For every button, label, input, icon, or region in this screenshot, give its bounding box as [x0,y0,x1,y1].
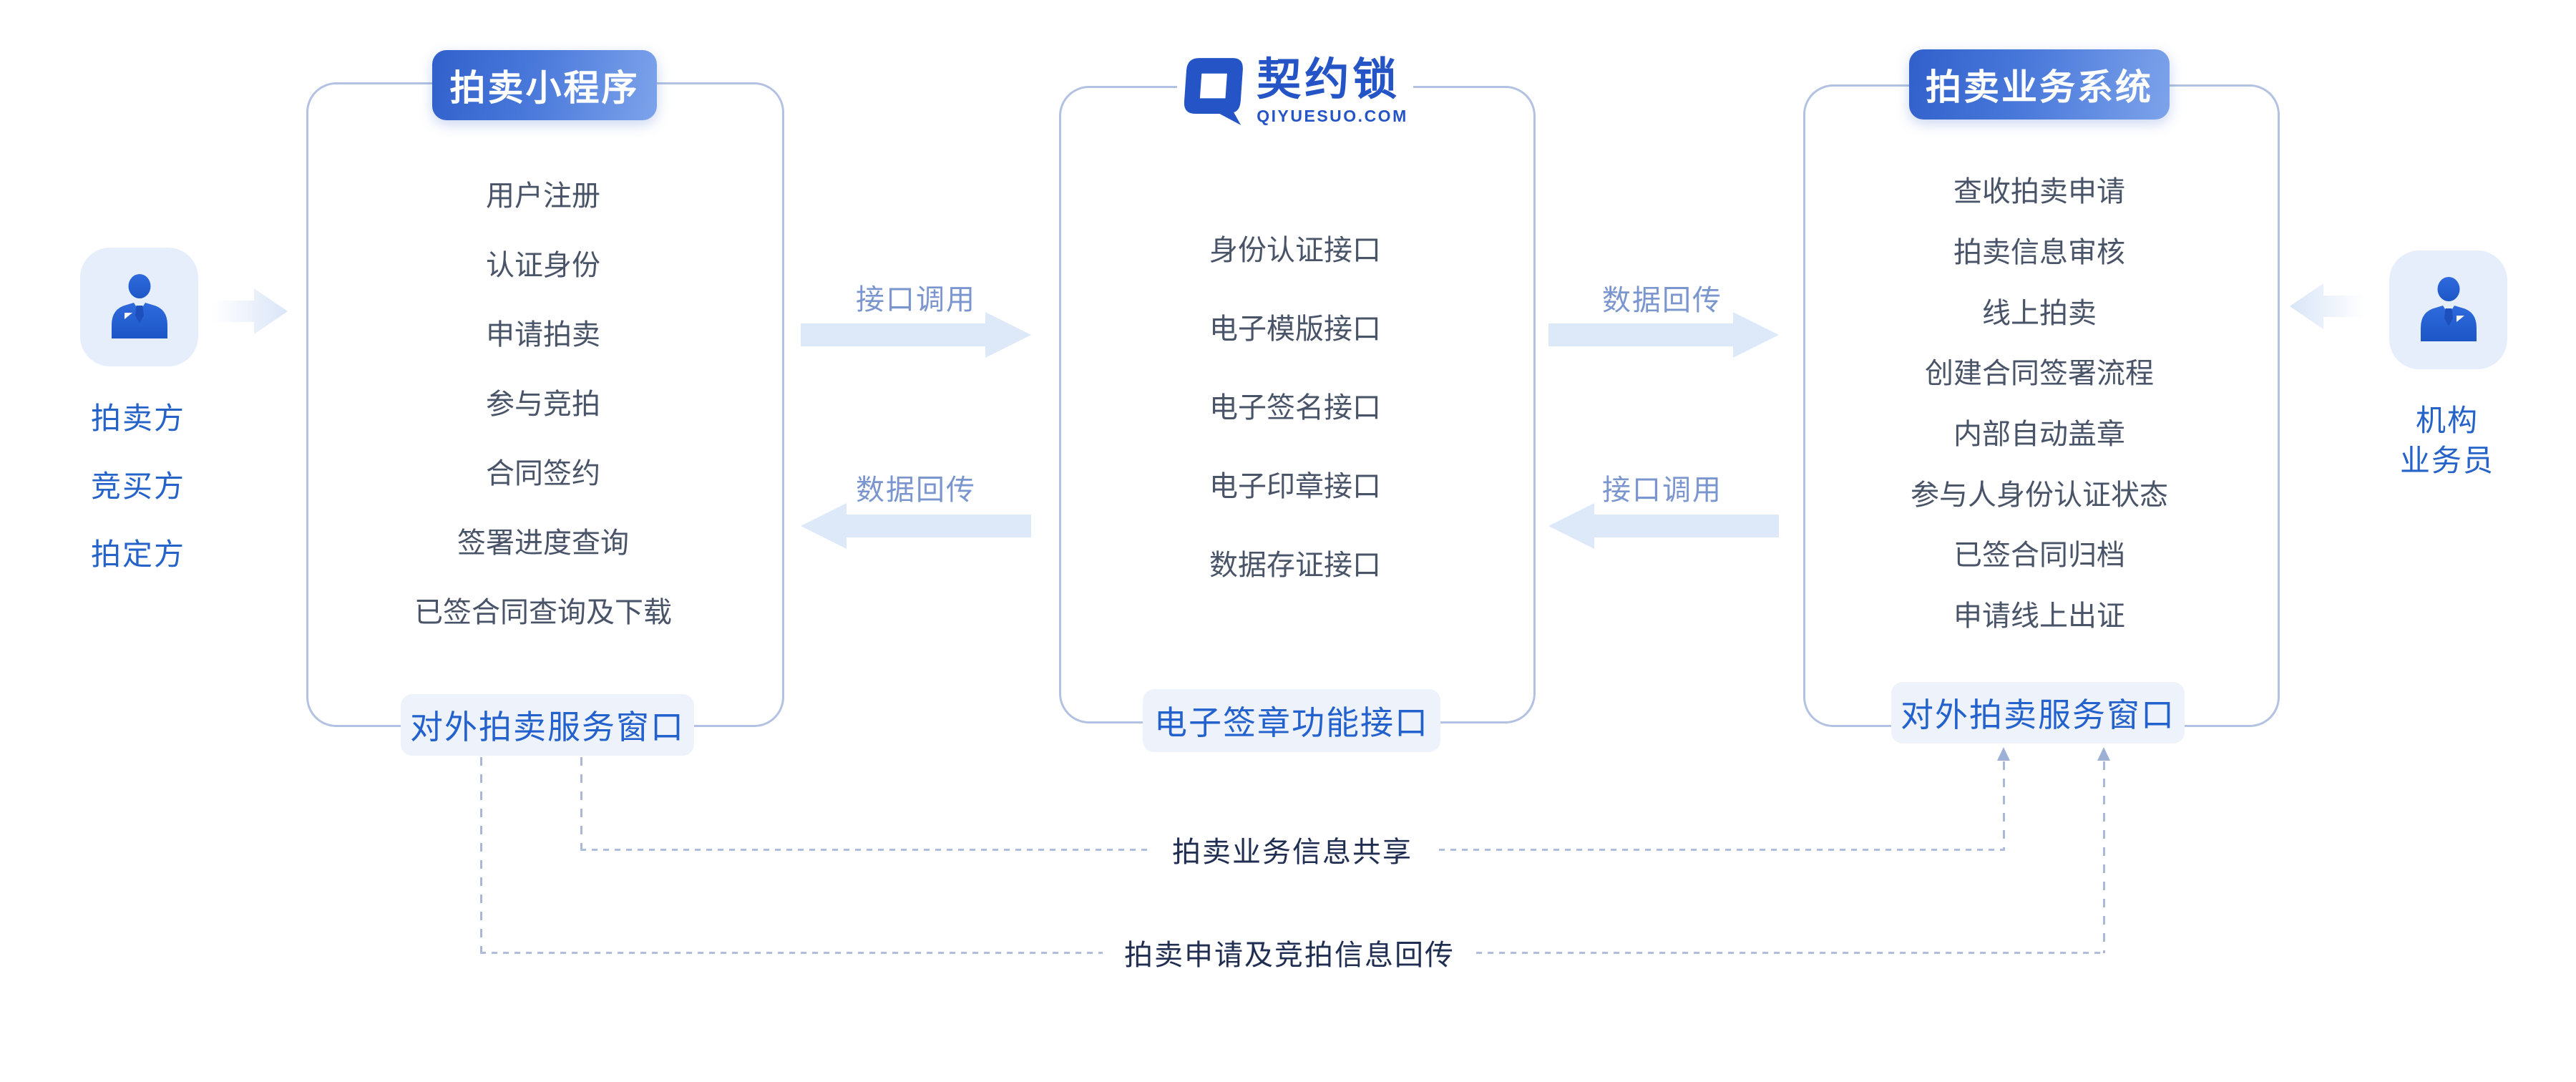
panel-item: 签署进度查询 [457,527,629,559]
actor-to-panel-arrow [2290,283,2365,329]
left-arrow [1548,503,1779,549]
panel-item: 线上拍卖 [1982,297,2097,329]
logo-brand-name: 契约锁 [1257,54,1401,104]
middle-panel-footer: 电子签章功能接口 [1143,689,1440,752]
flow-label-data-return: 数据回传 [856,474,976,506]
logo-text-block: 契约锁 QIYUESUO.COM [1257,57,1407,127]
right-arrow [801,312,1031,358]
businessman-icon [2420,277,2477,341]
actor-role-label: 拍卖方 [90,401,185,435]
right-panel-footer: 对外拍卖服务窗口 [1891,682,2185,744]
actor-role-label: 竞买方 [90,469,185,503]
flow-label-api-call: 接口调用 [1602,474,1722,506]
panel-item: 合同签约 [486,457,600,489]
businessman-icon [111,274,167,338]
left-actor-card [80,248,198,366]
panel-item: 数据存证接口 [1209,550,1381,581]
right-actor-card [2389,250,2507,369]
left-actor-roles: 拍卖方竞买方拍定方 [45,382,231,586]
up-arrowhead-icon [2097,747,2110,761]
panel-item: 认证身份 [486,249,600,281]
panel-item: 内部自动盖章 [1953,419,2125,451]
feedback-flow-label: 拍卖申请及竞拍信息回传 [1103,927,1476,978]
actor-role-label: 机构 [2415,403,2479,437]
panel-item: 申请线上出证 [1953,600,2125,633]
flow-label-api-call: 接口调用 [856,284,976,316]
auction-miniprogram-panel [306,82,784,727]
left-panel-footer: 对外拍卖服务窗口 [401,694,694,756]
panel-item: 电子签名接口 [1209,392,1381,424]
panel-item: 身份认证接口 [1209,235,1381,266]
actor-role-label: 业务员 [2399,443,2494,477]
actor-role-label: 拍定方 [90,537,185,571]
actor-to-panel-arrow [213,288,288,334]
right-panel-title: 拍卖业务系统 [1909,49,2170,120]
left-panel-title: 拍卖小程序 [432,50,657,120]
right-arrow [1548,312,1779,358]
qiyuesuo-q-icon [1184,58,1244,125]
panel-item: 电子模版接口 [1209,313,1381,345]
dashed-connector [480,757,482,953]
panel-item: 申请拍卖 [486,318,600,351]
share-flow-label: 拍卖业务信息共享 [1151,824,1434,874]
panel-item: 参与人身份认证状态 [1911,479,2168,511]
panel-item: 查收拍卖申请 [1953,176,2125,208]
up-arrowhead-icon [1997,747,2010,761]
middle-panel-items: 身份认证接口电子模版接口电子签名接口电子印章接口数据存证接口 [1059,208,1531,602]
left-panel-items: 用户注册认证身份申请拍卖参与竞拍合同签约签署进度查询已签合同查询及下载 [306,158,780,644]
flow-label-data-return: 数据回传 [1602,285,1722,316]
qiyuesuo-panel [1059,86,1536,723]
dashed-connector [2103,761,2105,953]
panel-item: 用户注册 [486,180,600,212]
dashed-connector [2003,761,2005,850]
dashed-connector [580,757,582,850]
left-arrow [801,503,1031,549]
right-panel-items: 查收拍卖申请拍卖信息审核线上拍卖创建合同签署流程内部自动盖章参与人身份认证状态已… [1803,159,2275,644]
panel-item: 创建合同签署流程 [1925,358,2154,390]
panel-item: 拍卖信息审核 [1953,237,2125,269]
panel-item: 已签合同查询及下载 [414,596,672,628]
panel-item: 电子印章接口 [1209,471,1381,502]
right-actor-roles: 机构业务员 [2354,398,2540,478]
qiyuesuo-logo: 契约锁 QIYUESUO.COM [1177,42,1413,142]
panel-item: 已签合同归档 [1953,540,2125,572]
panel-item: 参与竞拍 [486,388,600,420]
logo-domain: QIYUESUO.COM [1257,106,1408,125]
